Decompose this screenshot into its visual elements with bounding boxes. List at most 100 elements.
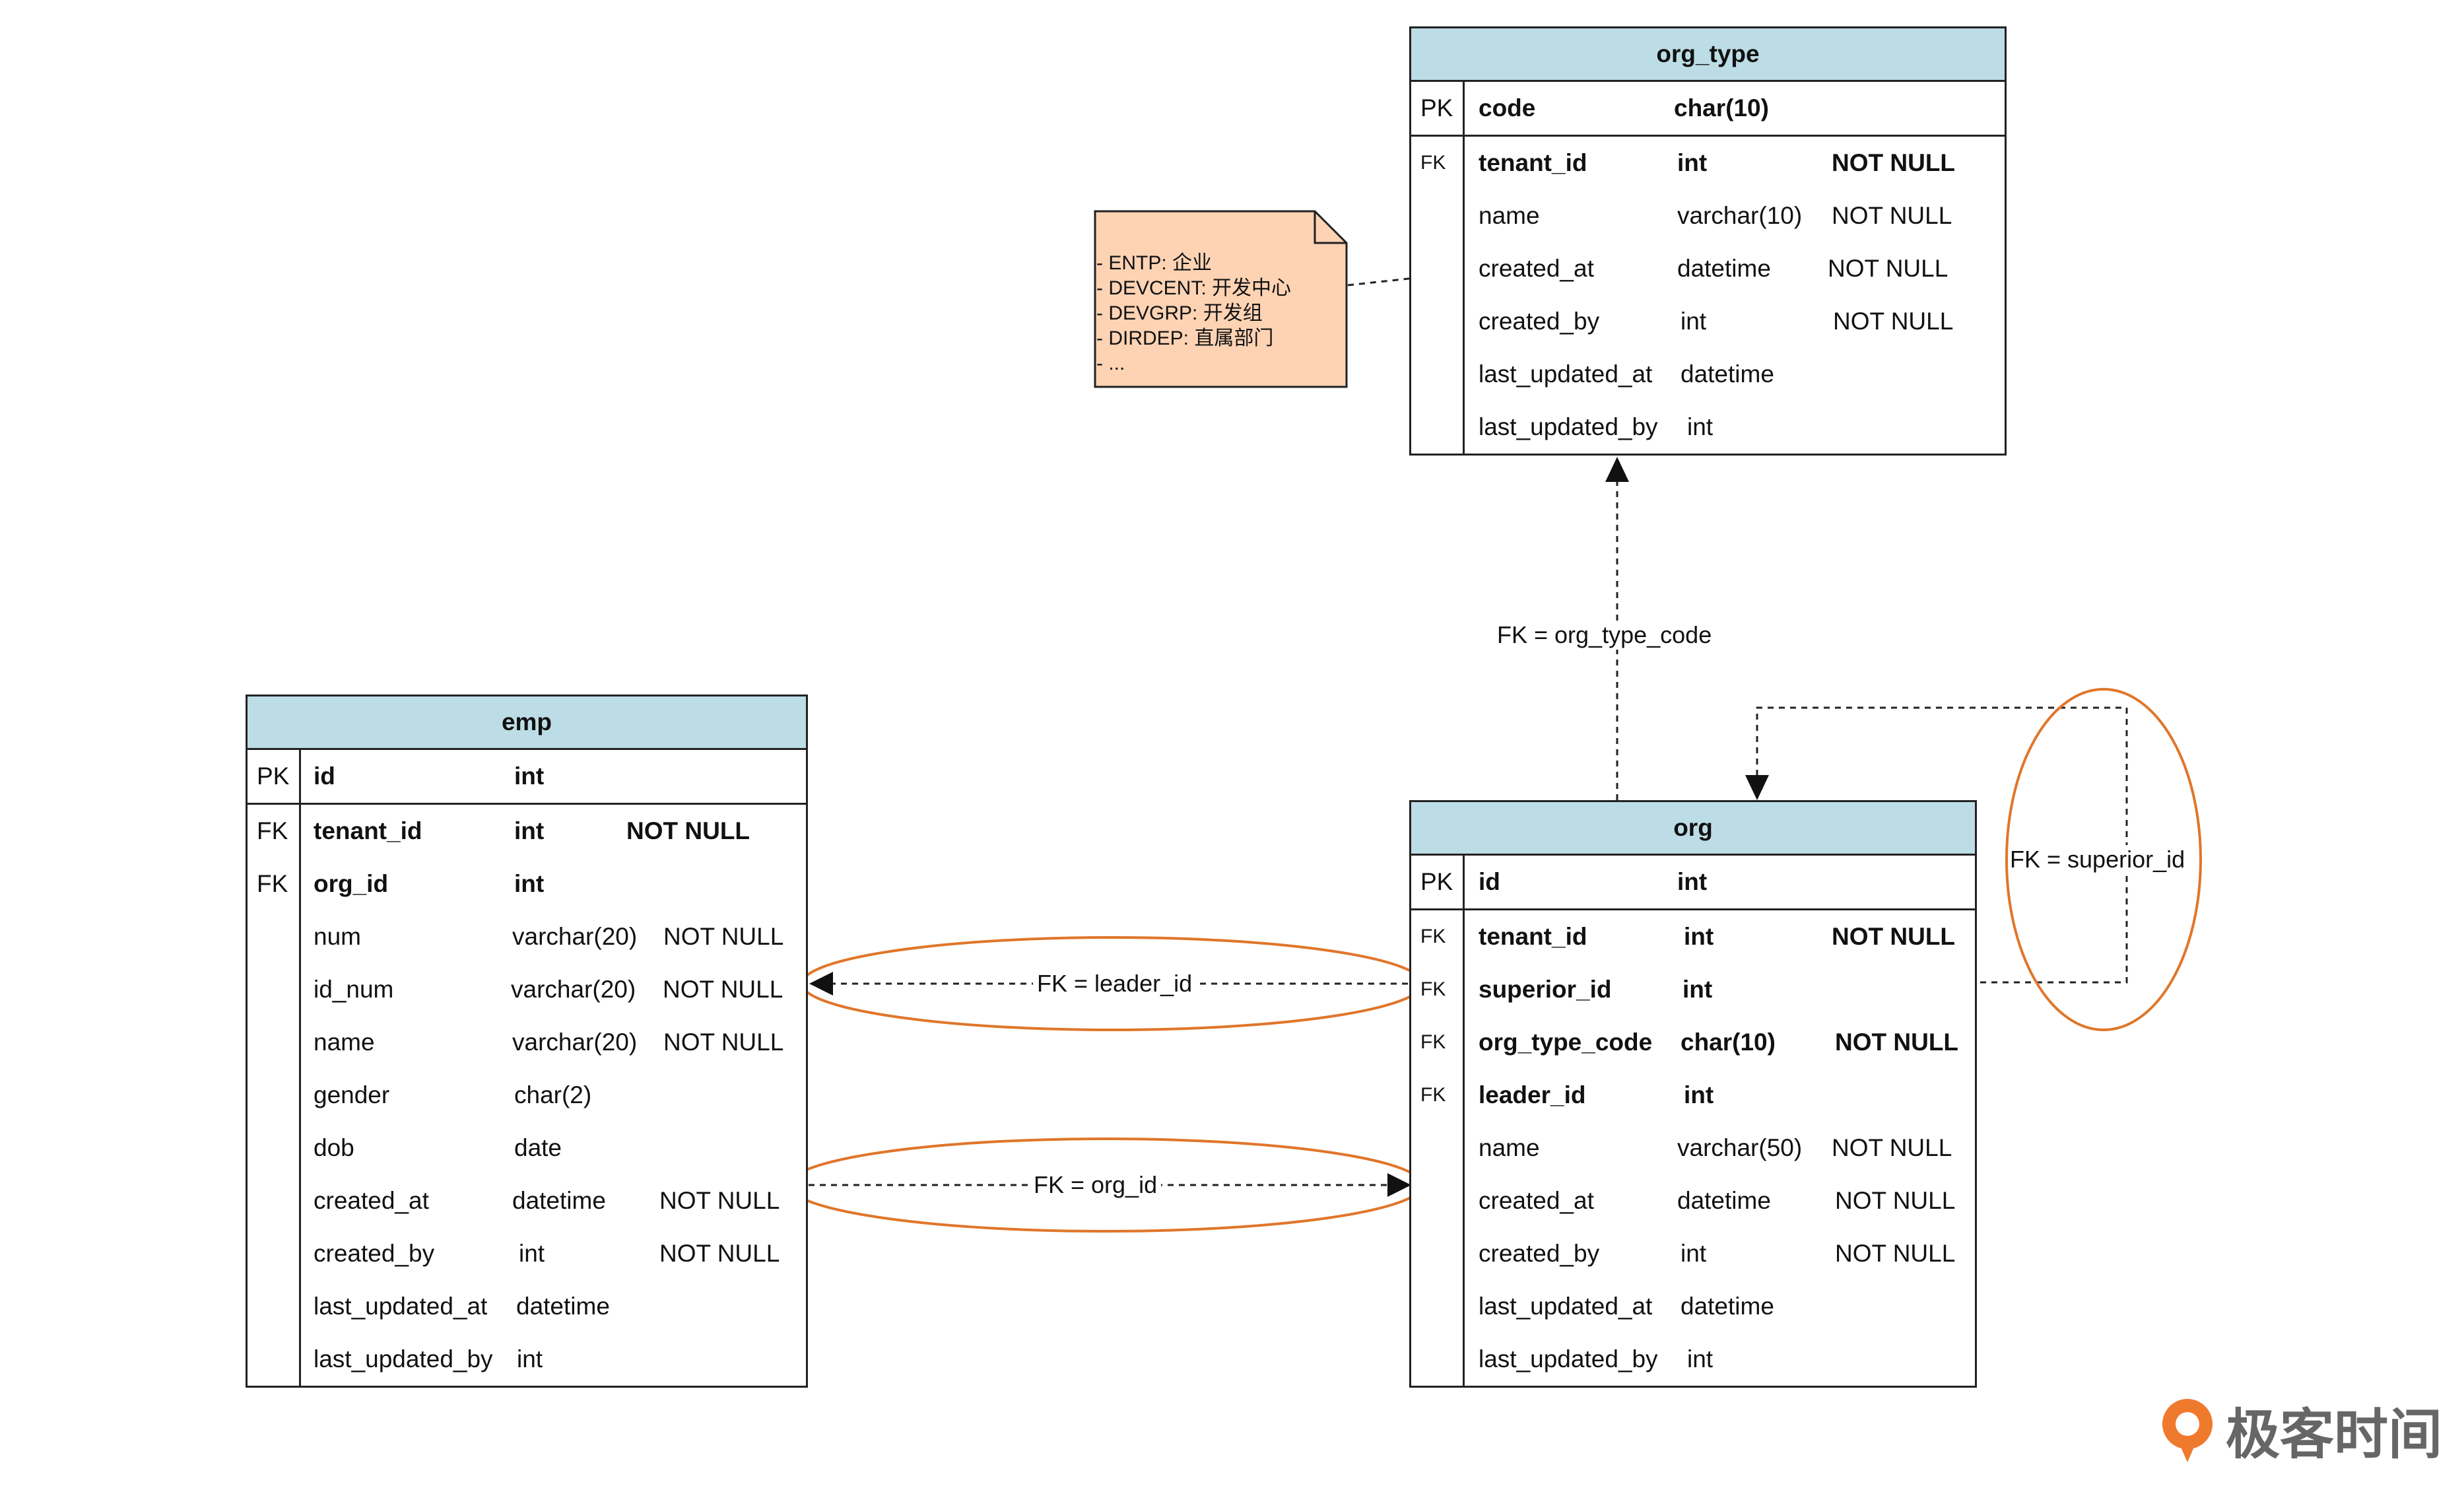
fk-leader-id-label: FK = leader_id (1033, 969, 1197, 998)
column-null: NOT NULL (1835, 1240, 1956, 1267)
column-null: NOT NULL (663, 976, 783, 1003)
table-row: FK org_type_code char(10) NOT NULL (1411, 1016, 1975, 1069)
org-id-arrowhead (1387, 1173, 1411, 1197)
key-label: PK (257, 763, 290, 790)
column-name: id (314, 763, 335, 790)
column-name: name (314, 1029, 375, 1056)
column-name: code (1479, 94, 1536, 121)
column-null: NOT NULL (663, 923, 784, 950)
column-type: int (1677, 149, 1708, 176)
column-type: datetime (516, 1293, 610, 1320)
table-row: last_updated_at datetime (1411, 348, 2005, 401)
table-title: org_type (1411, 28, 2005, 82)
fk-org-type-code-label: FK = org_type_code (1497, 621, 1712, 650)
key-label: FK (257, 870, 288, 897)
column-name: id (1479, 868, 1500, 895)
column-type: int (1687, 413, 1714, 440)
column-type: int (1684, 923, 1714, 950)
column-null: NOT NULL (1832, 1134, 1952, 1161)
column-type: datetime (512, 1187, 606, 1214)
note-shape (1094, 210, 1348, 388)
column-null: NOT NULL (1832, 149, 1956, 176)
table-row: FK tenant_id int NOT NULL (248, 805, 806, 858)
table-row: last_updated_by int (1411, 401, 2005, 454)
pk-row: PK id int (248, 750, 806, 805)
pk-row: PK code char(10) (1411, 82, 2005, 137)
column-type: int (519, 1240, 545, 1267)
column-type: char(10) (1681, 1029, 1776, 1056)
column-name: created_by (1479, 308, 1600, 335)
column-type: varchar(20) (511, 976, 636, 1003)
column-name: leader_id (1479, 1081, 1586, 1108)
column-null: NOT NULL (1832, 202, 1952, 229)
column-name: tenant_id (1479, 149, 1587, 176)
column-type: int (1677, 868, 1708, 895)
fk-superior-id-label: FK = superior_id (2010, 845, 2185, 874)
table-row: name varchar(10) NOT NULL (1411, 189, 2005, 242)
column-name: created_at (314, 1187, 429, 1214)
table-row: FK leader_id int (1411, 1069, 1975, 1122)
note-text: - ENTP: 企业 - DEVCENT: 开发中心 - DEVGRP: 开发组… (1096, 251, 1291, 376)
table-row: FK superior_id int (1411, 963, 1975, 1016)
column-name: last_updated_by (314, 1345, 493, 1373)
org-type-arrowhead (1605, 457, 1629, 482)
table-row: created_by int NOT NULL (1411, 1227, 1975, 1280)
note-line: - ... (1096, 353, 1125, 374)
column-null: NOT NULL (1832, 923, 1956, 950)
table-row: FK org_id int (248, 858, 806, 910)
emp-table: emp PK id int FK tenant_id int NOT NULL … (246, 695, 808, 1388)
column-name: name (1479, 1134, 1540, 1161)
column-name: id_num (314, 976, 394, 1003)
geektime-logo-icon (2162, 1399, 2213, 1462)
logo-text: 极客时间 (2226, 1404, 2443, 1465)
column-null: NOT NULL (659, 1240, 780, 1267)
column-name: last_updated_by (1479, 413, 1658, 440)
column-type: int (1687, 1345, 1714, 1373)
table-row: last_updated_by int (248, 1333, 806, 1386)
column-type: char(2) (514, 1081, 592, 1108)
note-line: - DIRDEP: 直属部门 (1096, 327, 1274, 349)
column-type: int (1681, 308, 1707, 335)
column-type: int (1681, 1240, 1707, 1267)
column-type: date (514, 1134, 562, 1161)
column-name: last_updated_at (1479, 1293, 1653, 1320)
key-label: PK (1420, 94, 1453, 121)
key-label: FK (257, 817, 288, 844)
column-null: NOT NULL (663, 1029, 784, 1056)
table-row: FK tenant_id int NOT NULL (1411, 910, 1975, 963)
column-name: num (314, 923, 361, 950)
table-row: last_updated_by int (1411, 1333, 1975, 1386)
column-null: NOT NULL (626, 817, 750, 844)
column-type: varchar(10) (1677, 202, 1803, 229)
column-name: name (1479, 202, 1540, 229)
column-name: org_type_code (1479, 1029, 1653, 1056)
table-row: created_at datetime NOT NULL (248, 1174, 806, 1227)
table-row: gender char(2) (248, 1069, 806, 1122)
org-type-table: org_type PK code char(10) FK tenant_id i… (1409, 26, 2007, 456)
column-type: int (514, 817, 545, 844)
superior-arrowhead (1745, 775, 1769, 800)
column-null: NOT NULL (1833, 308, 1954, 335)
org-table: org PK id int FK tenant_id int NOT NULL … (1409, 800, 1977, 1388)
table-row: FK tenant_id int NOT NULL (1411, 137, 2005, 189)
note-connector (1347, 277, 1410, 287)
column-name: tenant_id (314, 817, 422, 844)
table-row: id_num varchar(20) NOT NULL (248, 963, 806, 1016)
column-name: superior_id (1479, 976, 1612, 1003)
column-type: int (1684, 1081, 1714, 1108)
leader-arrowhead (809, 972, 833, 996)
column-name: gender (314, 1081, 390, 1108)
superior-highlight-ellipse (2005, 688, 2202, 1031)
note-line: - DEVGRP: 开发组 (1096, 302, 1263, 324)
column-name: last_updated_at (1479, 360, 1653, 388)
table-row: created_by int NOT NULL (1411, 295, 2005, 348)
column-type: varchar(50) (1677, 1134, 1803, 1161)
table-row: last_updated_at datetime (248, 1280, 806, 1333)
note-line: - ENTP: 企业 (1096, 252, 1213, 274)
table-row: name varchar(50) NOT NULL (1411, 1122, 1975, 1174)
geektime-logo: 极客时间 (2158, 1393, 2442, 1466)
key-label: FK (1420, 926, 1446, 947)
note-line: - DEVCENT: 开发中心 (1096, 277, 1292, 299)
column-name: created_at (1479, 1187, 1594, 1214)
column-null: NOT NULL (659, 1187, 780, 1214)
